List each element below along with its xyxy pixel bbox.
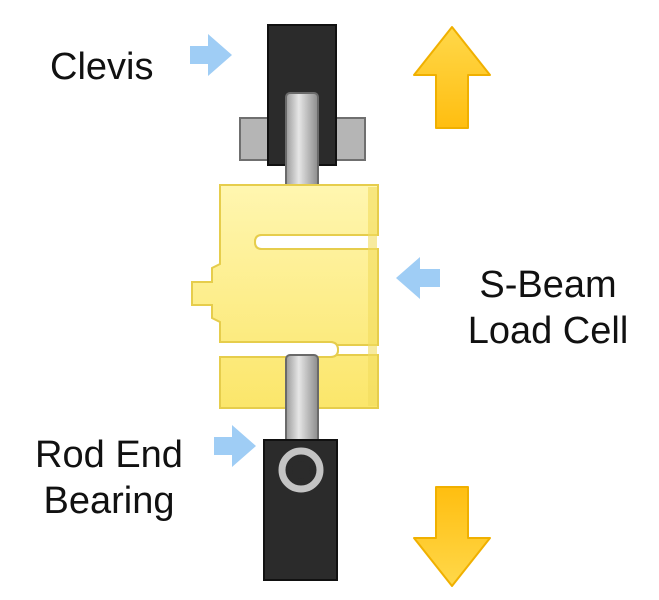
bearing-center [292,461,310,479]
rod-end-label-line1: Rod End [35,434,183,476]
s-beam-load-cell [191,184,379,409]
rod-end-body [263,439,338,581]
s-beam-label-line2: Load Cell [467,310,629,352]
rod-end-bearing [263,439,338,581]
s-beam-load-cell-label: S-Beam Load Cell [442,262,654,354]
s-beam-label-line1: S-Beam [479,264,617,306]
rod-end-pointer-arrow-icon [214,425,256,467]
up-arrow-icon [413,26,491,129]
bearing-ring [278,447,324,493]
rod-end-label-line2: Bearing [43,480,175,522]
clevis-pointer-arrow-icon [190,34,232,76]
down-arrow-icon [413,486,491,587]
s-beam-upper-slot [253,234,378,250]
load-cell-pointer-arrow-icon [396,257,440,299]
clevis-label: Clevis [50,46,154,88]
s-beam-side-shade [368,187,377,406]
rod-end-bearing-label: Rod End Bearing [12,432,206,524]
s-beam-lower-slot [220,341,340,358]
